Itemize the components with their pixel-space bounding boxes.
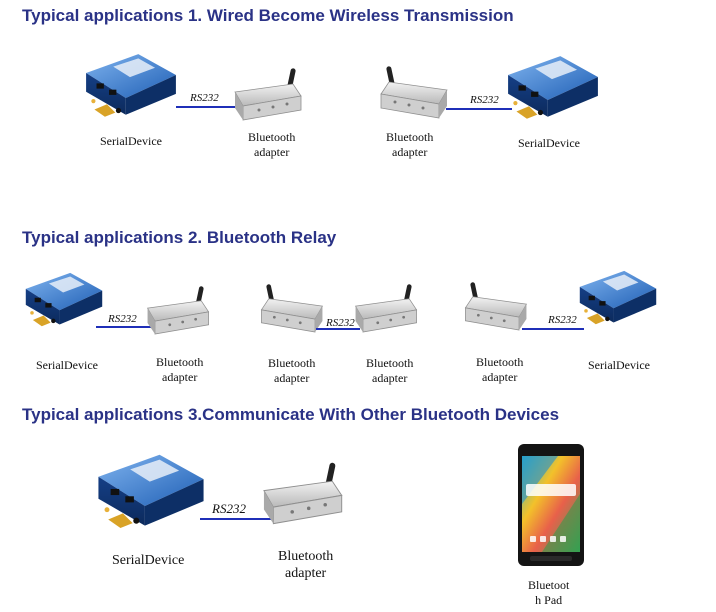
serial-device-image <box>578 268 658 328</box>
rs232-cable <box>200 518 272 520</box>
rs232-label: RS232 <box>190 92 219 104</box>
bluetooth-adapter-image <box>228 66 310 122</box>
bluetooth-adapter-image <box>372 64 454 120</box>
bluetooth-adapter-image <box>254 282 328 334</box>
serial-device-image <box>84 52 178 120</box>
bluetooth-pad-image <box>518 444 584 571</box>
serial-device-label: SerialDevice <box>588 358 650 372</box>
bluetooth-adapter-image <box>256 460 352 526</box>
rs232-cable <box>522 328 584 330</box>
rs232-cable <box>316 328 360 330</box>
rs232-label: RS232 <box>108 313 137 325</box>
bluetooth-adapter-image <box>350 282 424 334</box>
serial-device-label: SerialDevice <box>100 134 162 148</box>
bluetooth-adapter-image <box>142 284 216 336</box>
rs232-label: RS232 <box>548 314 577 326</box>
serial-device-label: SerialDevice <box>112 553 185 568</box>
bluetooth-adapter-image <box>458 280 532 332</box>
rs232-cable <box>176 106 238 108</box>
serial-device-image <box>506 54 600 122</box>
rs232-cable <box>96 326 152 328</box>
rs232-label: RS232 <box>326 317 355 329</box>
section-3-title: Typical applications 3.Communicate With … <box>22 405 560 424</box>
serial-device-label: SerialDevice <box>36 358 98 372</box>
serial-device-image <box>96 452 206 532</box>
serial-device-label: SerialDevice <box>518 136 580 150</box>
section-2-title: Typical applications 2. Bluetooth Relay <box>22 228 337 247</box>
rs232-label: RS232 <box>212 501 246 516</box>
rs232-label: RS232 <box>470 94 499 106</box>
serial-device-image <box>24 270 104 330</box>
section-1-title: Typical applications 1. Wired Become Wir… <box>22 6 514 25</box>
rs232-cable <box>446 108 512 110</box>
